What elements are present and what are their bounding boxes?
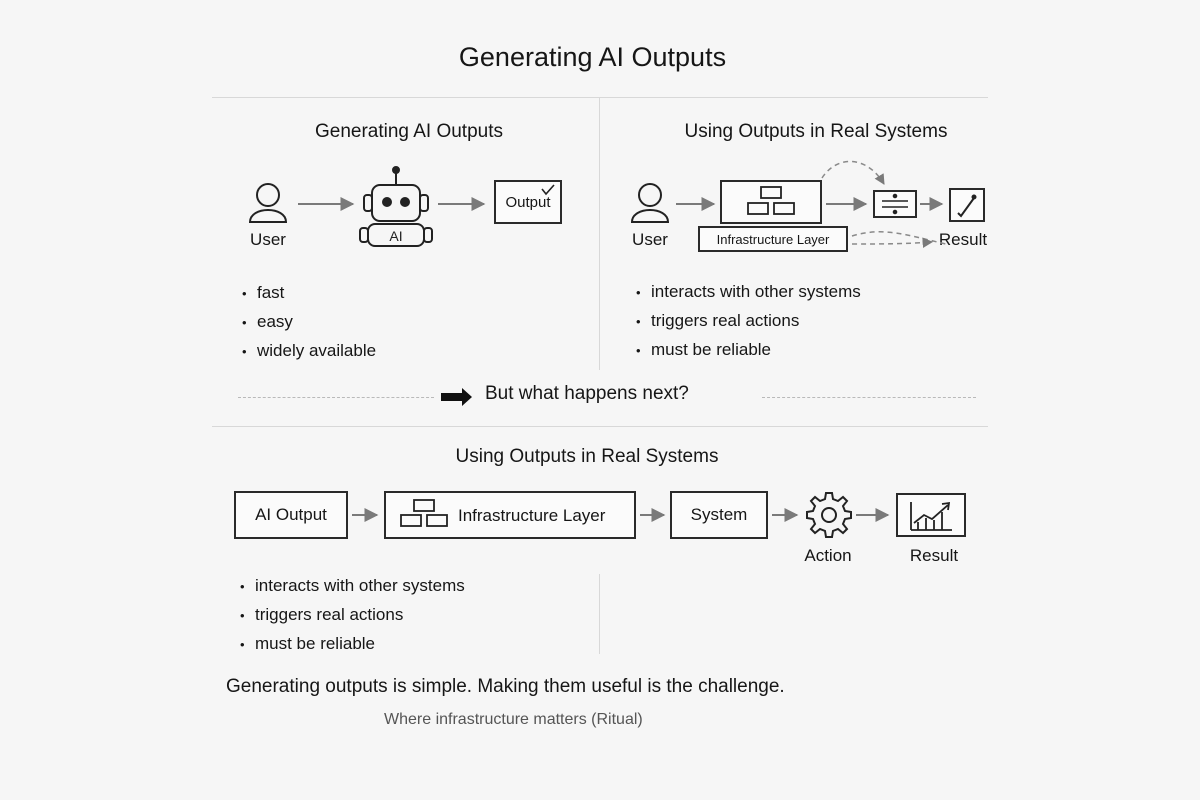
list-item: triggers real actions <box>636 306 861 335</box>
robot-icon: AI <box>359 166 433 247</box>
page-title: Generating AI Outputs <box>458 42 727 72</box>
infrastructure-label-box: Infrastructure Layer <box>698 226 848 252</box>
conclusion-text: Generating outputs is simple. Making the… <box>226 676 785 697</box>
divider-text: But what happens next? <box>485 383 689 404</box>
filter-box <box>873 190 917 218</box>
dashed-arrow <box>821 160 885 185</box>
bottom-infrastructure-label: Infrastructure Layer <box>458 506 606 525</box>
left-user-label: User <box>250 230 286 249</box>
robot-label: AI <box>389 228 402 244</box>
dashed-arrow <box>851 237 934 248</box>
list-item: interacts with other systems <box>636 277 861 306</box>
right-user-label: User <box>632 230 668 249</box>
list-item: triggers real actions <box>240 600 465 629</box>
system-box: System <box>670 491 768 539</box>
bottom-separator <box>599 574 600 654</box>
ai-output-box: AI Output <box>234 491 348 539</box>
bold-arrow-icon <box>441 388 472 406</box>
right-result-label: Result <box>938 230 988 249</box>
bottom-panel-title: Using Outputs in Real Systems <box>455 446 719 467</box>
bottom-infrastructure-box: Infrastructure Layer <box>384 491 636 539</box>
system-label: System <box>690 505 748 524</box>
user-icon <box>248 183 288 223</box>
bottom-result-label: Result <box>909 546 959 565</box>
gear-icon <box>806 492 852 538</box>
right-panel-title: Using Outputs in Real Systems <box>684 121 948 142</box>
list-item: easy <box>242 307 376 336</box>
user-icon <box>630 183 670 223</box>
footer-text: Where infrastructure matters (Ritual) <box>384 711 643 728</box>
dashed-divider-left <box>238 397 434 398</box>
bottom-bullets: interacts with other systems triggers re… <box>240 571 465 658</box>
output-label: Output <box>505 193 551 211</box>
middle-divider <box>212 426 988 427</box>
infrastructure-label: Infrastructure Layer <box>716 231 830 247</box>
list-item: widely available <box>242 336 376 365</box>
chart-box <box>896 493 966 537</box>
list-item: interacts with other systems <box>240 571 465 600</box>
result-box <box>949 188 985 222</box>
list-item: must be reliable <box>636 335 861 364</box>
dashed-divider-right <box>762 397 976 398</box>
panel-separator <box>599 98 600 370</box>
output-box: Output <box>494 180 562 224</box>
right-bullets: interacts with other systems triggers re… <box>636 277 861 364</box>
ai-output-label: AI Output <box>255 505 327 524</box>
infrastructure-box <box>720 180 822 224</box>
list-item: fast <box>242 278 376 307</box>
list-item: must be reliable <box>240 629 465 658</box>
left-panel-title: Generating AI Outputs <box>314 121 503 142</box>
top-divider <box>212 97 988 98</box>
action-label: Action <box>804 546 852 565</box>
left-bullets: fast easy widely available <box>242 278 376 365</box>
